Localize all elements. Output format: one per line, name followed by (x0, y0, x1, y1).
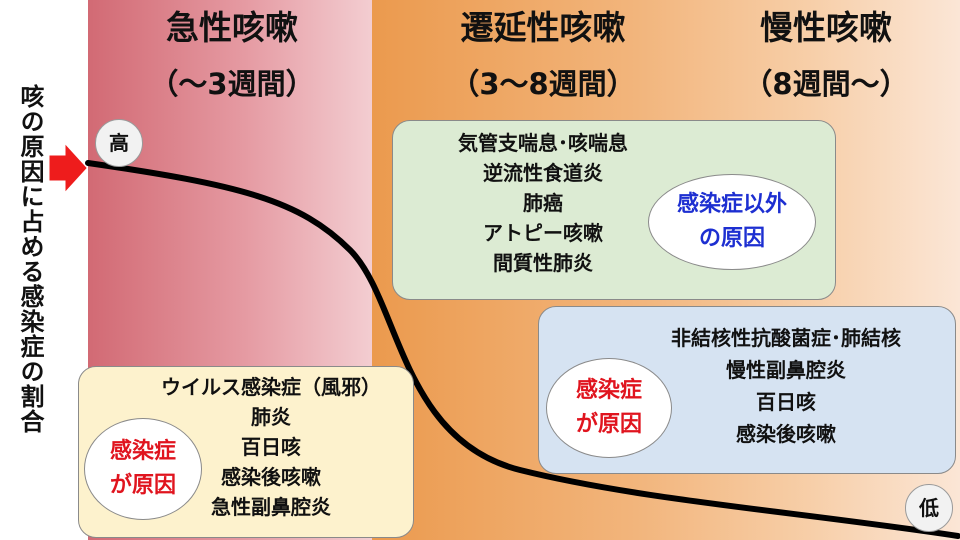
prolonged-phase-title: 遷延性咳嗽 (460, 8, 626, 47)
list-item: 非結核性抗酸菌症･肺結核 (671, 326, 901, 350)
badge-line: の原因 (698, 226, 765, 251)
high-marker: 高 (95, 119, 143, 167)
chronic-phase-period: （8週間～） (743, 67, 909, 101)
acute-infection-cause-list: ウイルス感染症（風邪） 肺炎 百日咳 感染後咳嗽 急性副鼻腔炎 (146, 372, 396, 522)
list-item: 間質性肺炎 (493, 251, 593, 275)
acute-phase-period: （～3週間） (149, 67, 315, 101)
badge-line: 感染症以外 (676, 192, 787, 217)
list-item: 逆流性食道炎 (483, 161, 603, 185)
badge-line: が原因 (109, 473, 176, 498)
list-item: 肺炎 (251, 405, 291, 429)
infection-ratio-curve (85, 160, 960, 539)
non-infection-badge: 感染症以外 の原因 (648, 174, 816, 270)
non-infection-cause-list: 気管支喘息･咳喘息 逆流性食道炎 肺癌 アトピー咳嗽 間質性肺炎 (398, 128, 688, 278)
badge-line: が原因 (575, 412, 642, 437)
badge-line: 感染症 (109, 439, 176, 464)
list-item: 肺癌 (523, 191, 563, 215)
list-item: 急性副鼻腔炎 (211, 495, 331, 519)
chronic-phase-title: 慢性咳嗽 (760, 8, 892, 47)
high-arrow-icon (49, 144, 87, 192)
badge-line: 感染症 (575, 378, 642, 403)
list-item: 感染後咳嗽 (221, 465, 321, 489)
acute-phase-title: 急性咳嗽 (166, 8, 298, 47)
list-item: 百日咳 (756, 390, 816, 414)
prolonged-phase-period: （3～8週間） (450, 67, 636, 101)
low-marker: 低 (905, 484, 953, 532)
chronic-infection-badge: 感染症 が原因 (546, 358, 672, 458)
list-item: 感染後咳嗽 (736, 422, 836, 446)
chronic-infection-cause-list: 非結核性抗酸菌症･肺結核 慢性副鼻腔炎 百日咳 感染後咳嗽 (636, 322, 936, 450)
axis-label: 咳の原因に占める感染症の割合 (16, 84, 44, 434)
list-item: 慢性副鼻腔炎 (726, 358, 846, 382)
acute-infection-badge: 感染症 が原因 (84, 418, 202, 520)
list-item: アトピー咳嗽 (483, 221, 603, 245)
list-item: 気管支喘息･咳喘息 (458, 131, 628, 155)
list-item: 百日咳 (241, 435, 301, 459)
list-item: ウイルス感染症（風邪） (161, 375, 381, 399)
